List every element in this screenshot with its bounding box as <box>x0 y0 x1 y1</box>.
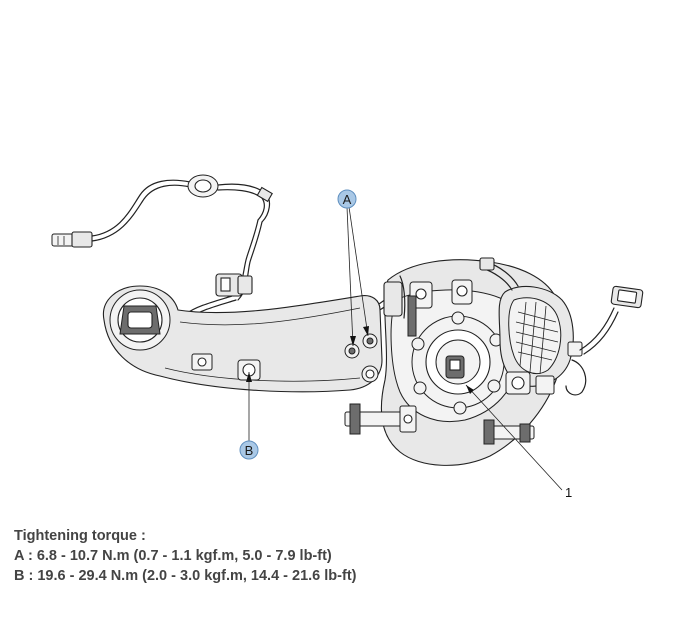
callout-leaders <box>246 206 563 491</box>
torque-line-a: A : 6.8 - 10.7 N.m (0.7 - 1.1 kgf.m, 5.0… <box>14 548 332 564</box>
torque-specification: Tightening torque : A : 6.8 - 10.7 N.m (… <box>14 526 356 586</box>
callout-a: A <box>337 189 357 209</box>
knuckle-hub-assembly <box>344 257 644 466</box>
callout-b: B <box>239 440 259 460</box>
torque-heading: Tightening torque : <box>14 528 146 544</box>
callout-a-label: A <box>343 192 352 207</box>
suspension-diagram: A B 1 <box>51 174 644 500</box>
trailing-arm <box>102 285 383 393</box>
caliper-ribbing <box>515 301 559 375</box>
callout-1-label: 1 <box>565 485 572 500</box>
torque-line-b: B : 19.6 - 29.4 N.m (2.0 - 3.0 kgf.m, 14… <box>14 568 357 584</box>
callout-b-label: B <box>245 443 254 458</box>
